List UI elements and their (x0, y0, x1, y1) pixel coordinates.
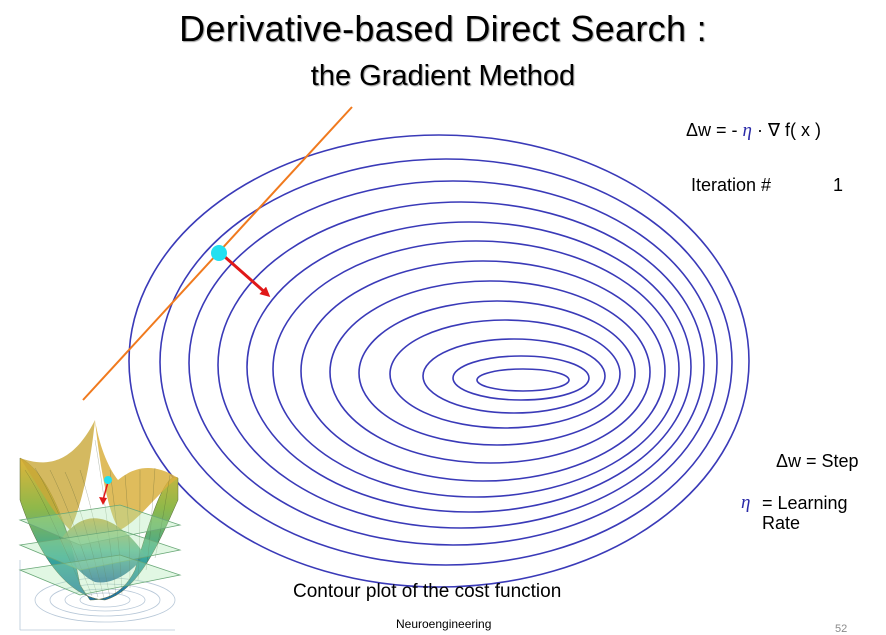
contour-ellipses (128, 134, 750, 588)
current-point (211, 245, 227, 261)
iteration-value: 1 (833, 175, 844, 195)
contour-ellipse (128, 134, 750, 588)
slide-title: Derivative-based Direct Search : (179, 8, 707, 49)
contour-ellipse (217, 201, 705, 529)
contour-ellipse (358, 300, 636, 446)
contour-ellipse (422, 338, 606, 414)
figure-caption: Contour plot of the cost function (293, 581, 562, 602)
legend-learning-rate: = Learning Rate (762, 493, 848, 533)
contour-ellipse (389, 319, 621, 429)
formula-prefix: Δw = - (686, 120, 743, 140)
contour-ellipse (476, 368, 570, 392)
contour-ellipse (188, 180, 718, 546)
formula-suffix: · ∇ f( x ) (751, 120, 821, 140)
contour-ellipse (159, 158, 733, 566)
contour-ellipse (246, 221, 692, 513)
formula-eta: η (742, 120, 752, 141)
iteration-label: Iteration # (691, 175, 772, 195)
update-formula: Δw = - η · ∇ f( x ) (686, 120, 821, 142)
slide-subtitle: the Gradient Method (310, 60, 576, 92)
contour-ellipse (329, 280, 651, 464)
contour-ellipse (300, 260, 666, 482)
footer-course-name: Neuroengineering (396, 617, 492, 631)
legend-eta-symbol: η (741, 492, 751, 513)
contour-ellipse (272, 240, 680, 498)
page-number: 52 (835, 623, 848, 635)
legend-step: Δw = Step (776, 451, 859, 471)
3d-paraboloid-surface-image (18, 420, 182, 631)
contour-ellipse (452, 355, 590, 401)
gradient-arrow (224, 255, 271, 297)
